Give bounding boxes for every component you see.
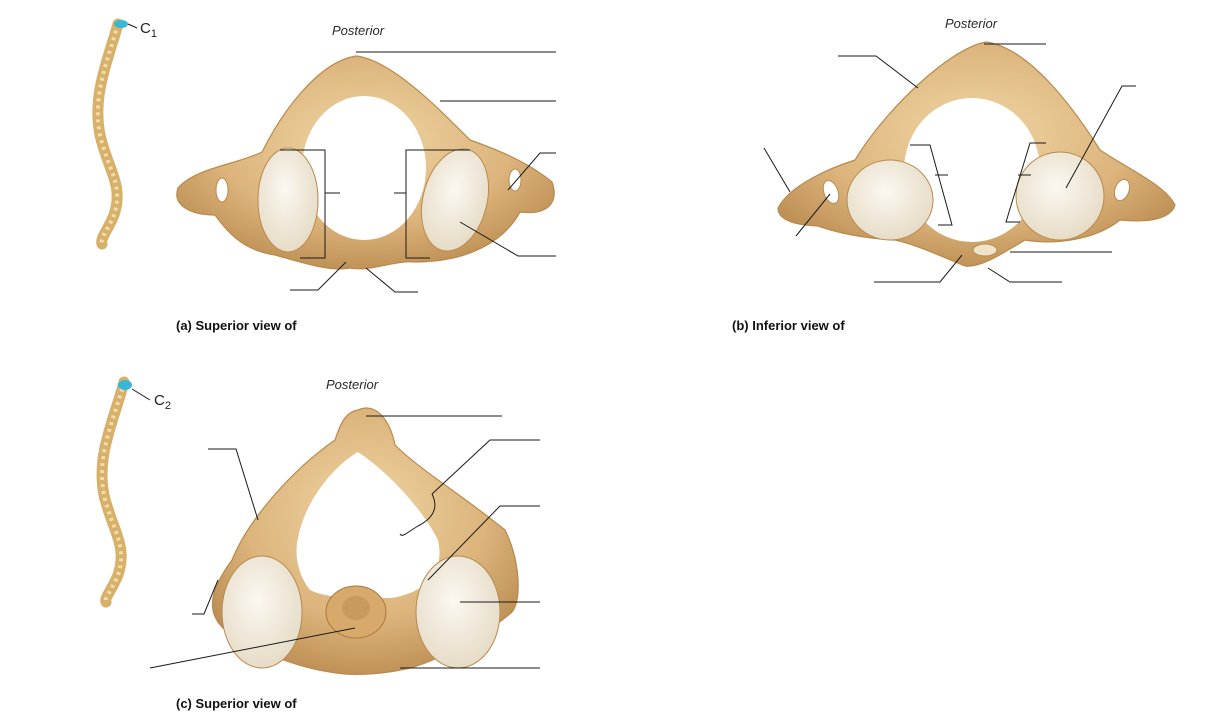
vertebral-foramen xyxy=(302,96,426,240)
posterior-label-b: Posterior xyxy=(945,16,997,31)
caption-c: (c) Superior view of xyxy=(176,696,297,711)
caption-a: (a) Superior view of xyxy=(176,318,297,333)
facet-for-dens xyxy=(973,244,997,256)
posterior-label-c: Posterior xyxy=(326,377,378,392)
superior-articular-facet-c-right xyxy=(416,556,500,668)
vertebra-letter-c2: C xyxy=(154,392,165,409)
atlas-inferior-illustration xyxy=(778,42,1175,266)
spine-thumbnail-c2 xyxy=(102,380,150,602)
vertebra-number-c2: 2 xyxy=(165,400,171,412)
highlighted-vertebra-c2 xyxy=(118,380,132,390)
vertebra-label-c2: C2 xyxy=(154,392,171,412)
highlighted-vertebra-c1 xyxy=(114,20,128,28)
superior-articular-facet-left xyxy=(258,148,318,252)
dens-tip xyxy=(342,596,370,620)
inferior-articular-facet-left xyxy=(847,160,933,240)
transverse-foramen-right xyxy=(509,169,521,191)
spine-thumbnail-c1 xyxy=(98,20,137,244)
axis-superior-illustration xyxy=(212,408,518,674)
caption-b: (b) Inferior view of xyxy=(732,318,845,333)
vertebra-label-c1: C1 xyxy=(140,20,157,40)
atlas-superior-illustration xyxy=(177,56,554,269)
transverse-foramen-left xyxy=(216,178,228,202)
vertebra-letter-c1: C xyxy=(140,20,151,37)
vertebra-number-c1: 1 xyxy=(151,28,157,40)
posterior-label-a: Posterior xyxy=(332,23,384,38)
inferior-articular-facet-right xyxy=(1016,152,1104,240)
